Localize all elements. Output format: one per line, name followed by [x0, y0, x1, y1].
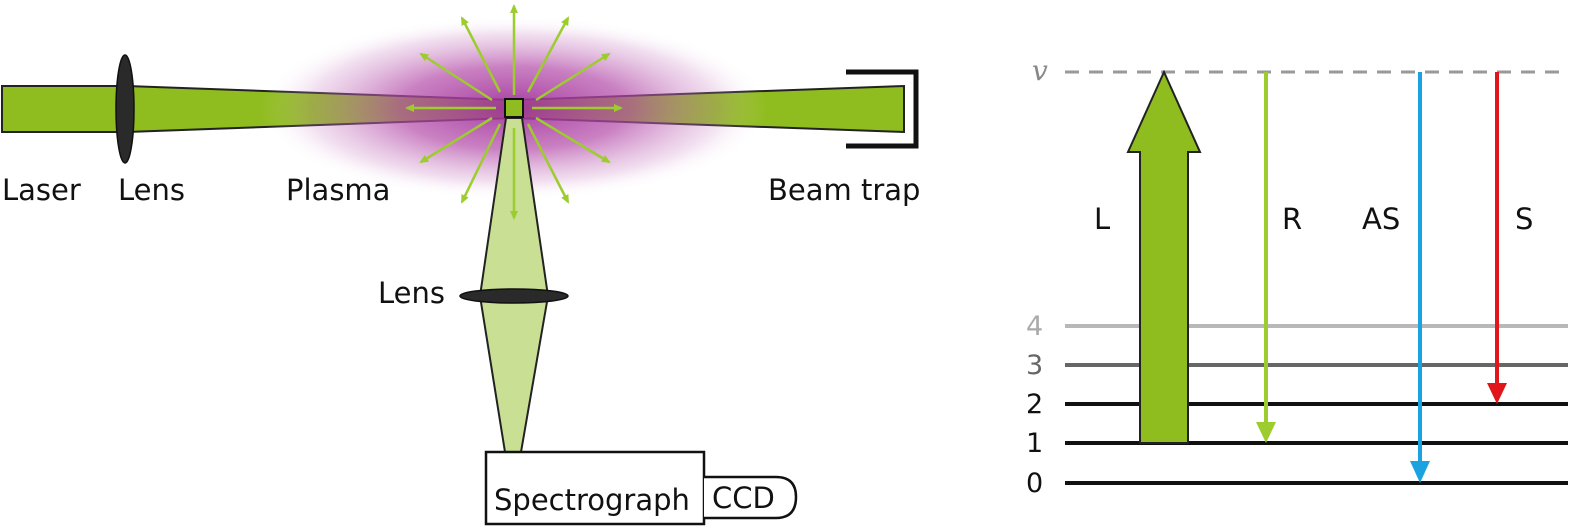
- energy-level-diagram: v 4 3 2 1 0 L R AS S: [1026, 54, 1568, 499]
- lens-2: [459, 288, 569, 304]
- ccd-label: CCD: [712, 481, 775, 515]
- level-0-label: 0: [1026, 468, 1043, 499]
- beam-trap: [846, 69, 919, 149]
- plasma-label: Plasma: [286, 173, 390, 207]
- level-4-label: 4: [1026, 311, 1043, 342]
- transition-r-label: R: [1282, 202, 1302, 236]
- spectrograph-label: Spectrograph: [494, 483, 690, 517]
- focus-spot: [504, 98, 524, 118]
- lens-1-label: Lens: [118, 173, 185, 207]
- collection-cone-lower: [478, 295, 550, 453]
- rayleigh-arrow-head: [1256, 422, 1276, 443]
- laser-beam: [1, 85, 127, 133]
- beam-trap-label: Beam trap: [768, 173, 920, 207]
- laser-label: Laser: [2, 173, 81, 207]
- scattered-light-arrows: [405, 4, 623, 220]
- anti-stokes-arrow-head: [1410, 461, 1430, 483]
- stokes-arrow-head: [1487, 383, 1507, 404]
- transition-as-label: AS: [1362, 202, 1400, 236]
- level-2-label: 2: [1026, 389, 1043, 420]
- ccd-box: [704, 475, 798, 520]
- level-1-label: 1: [1026, 428, 1043, 459]
- level-3-label: 3: [1026, 350, 1043, 381]
- virtual-level-label: v: [1032, 54, 1048, 87]
- transition-l-label: L: [1094, 202, 1110, 236]
- lens-2-label: Lens: [378, 276, 445, 310]
- spectrograph-box: [484, 450, 706, 526]
- transition-s-label: S: [1515, 202, 1533, 236]
- experimental-setup: Laser Lens Plasma Beam trap Lens Spectro…: [1, 4, 920, 526]
- laser-excitation-arrow: [1126, 69, 1202, 444]
- lens-1: [115, 54, 135, 164]
